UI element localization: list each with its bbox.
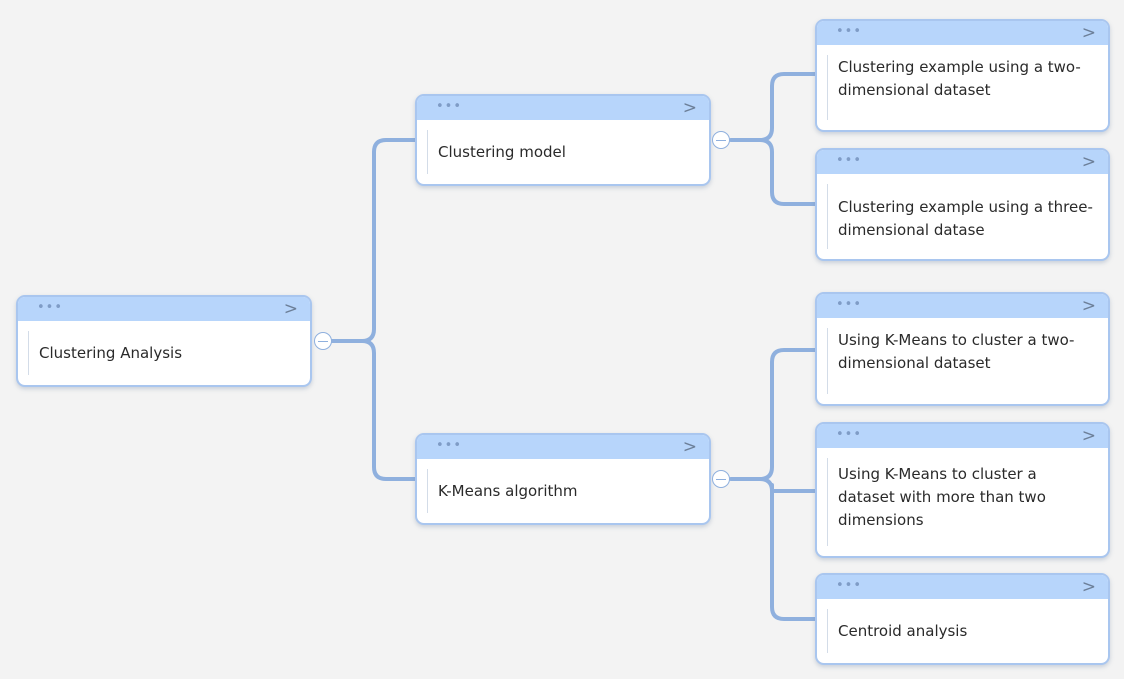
- node-label: Clustering example using a three-dimensi…: [827, 184, 1098, 249]
- node-header: ••• >: [817, 575, 1108, 599]
- connector-kmeans-to-multi-dim: [758, 477, 820, 493]
- node-label: Centroid analysis: [827, 609, 1098, 653]
- connector-root-to-kmeans: [360, 339, 420, 481]
- collapse-circle-icon[interactable]: [712, 470, 730, 488]
- more-dots-icon[interactable]: •••: [836, 427, 863, 442]
- chevron-right-icon[interactable]: >: [1081, 152, 1096, 172]
- chevron-right-icon[interactable]: >: [1081, 577, 1096, 597]
- more-dots-icon[interactable]: •••: [37, 300, 64, 315]
- connector-root-to-clustering-model: [329, 138, 420, 343]
- node-clustering-model[interactable]: ••• > Clustering model: [415, 94, 711, 186]
- node-header: ••• >: [417, 435, 709, 459]
- node-label: Clustering model: [427, 130, 699, 174]
- connector-kmeans-to-2d: [729, 348, 820, 481]
- node-label: Clustering example using a two-dimension…: [827, 55, 1098, 120]
- node-header: ••• >: [18, 297, 310, 321]
- chevron-right-icon[interactable]: >: [682, 98, 697, 118]
- node-label: Using K-Means to cluster a two-dimension…: [827, 328, 1098, 394]
- more-dots-icon[interactable]: •••: [436, 438, 463, 453]
- node-header: ••• >: [417, 96, 709, 120]
- more-dots-icon[interactable]: •••: [836, 578, 863, 593]
- more-dots-icon[interactable]: •••: [836, 24, 863, 39]
- more-dots-icon[interactable]: •••: [836, 153, 863, 168]
- node-clustering-example-3d[interactable]: ••• > Clustering example using a three-d…: [815, 148, 1110, 261]
- chevron-right-icon[interactable]: >: [682, 437, 697, 457]
- chevron-right-icon[interactable]: >: [1081, 23, 1096, 43]
- node-label: K-Means algorithm: [427, 469, 699, 513]
- connector-model-to-3d-example: [758, 138, 820, 206]
- node-header: ••• >: [817, 150, 1108, 174]
- node-centroid-analysis[interactable]: ••• > Centroid analysis: [815, 573, 1110, 665]
- connector-kmeans-to-centroid: [770, 483, 820, 621]
- chevron-right-icon[interactable]: >: [1081, 426, 1096, 446]
- more-dots-icon[interactable]: •••: [836, 297, 863, 312]
- node-kmeans-2d[interactable]: ••• > Using K-Means to cluster a two-dim…: [815, 292, 1110, 406]
- node-kmeans-multi-dim[interactable]: ••• > Using K-Means to cluster a dataset…: [815, 422, 1110, 558]
- node-header: ••• >: [817, 21, 1108, 45]
- chevron-right-icon[interactable]: >: [1081, 296, 1096, 316]
- node-label: Clustering Analysis: [28, 331, 300, 375]
- node-label: Using K-Means to cluster a dataset with …: [827, 458, 1098, 546]
- collapse-circle-icon[interactable]: [314, 332, 332, 350]
- chevron-right-icon[interactable]: >: [283, 299, 298, 319]
- node-clustering-example-2d[interactable]: ••• > Clustering example using a two-dim…: [815, 19, 1110, 132]
- connector-model-to-2d-example: [729, 72, 820, 142]
- node-header: ••• >: [817, 294, 1108, 318]
- node-kmeans-algorithm[interactable]: ••• > K-Means algorithm: [415, 433, 711, 525]
- more-dots-icon[interactable]: •••: [436, 99, 463, 114]
- collapse-circle-icon[interactable]: [712, 131, 730, 149]
- node-clustering-analysis[interactable]: ••• > Clustering Analysis: [16, 295, 312, 387]
- node-header: ••• >: [817, 424, 1108, 448]
